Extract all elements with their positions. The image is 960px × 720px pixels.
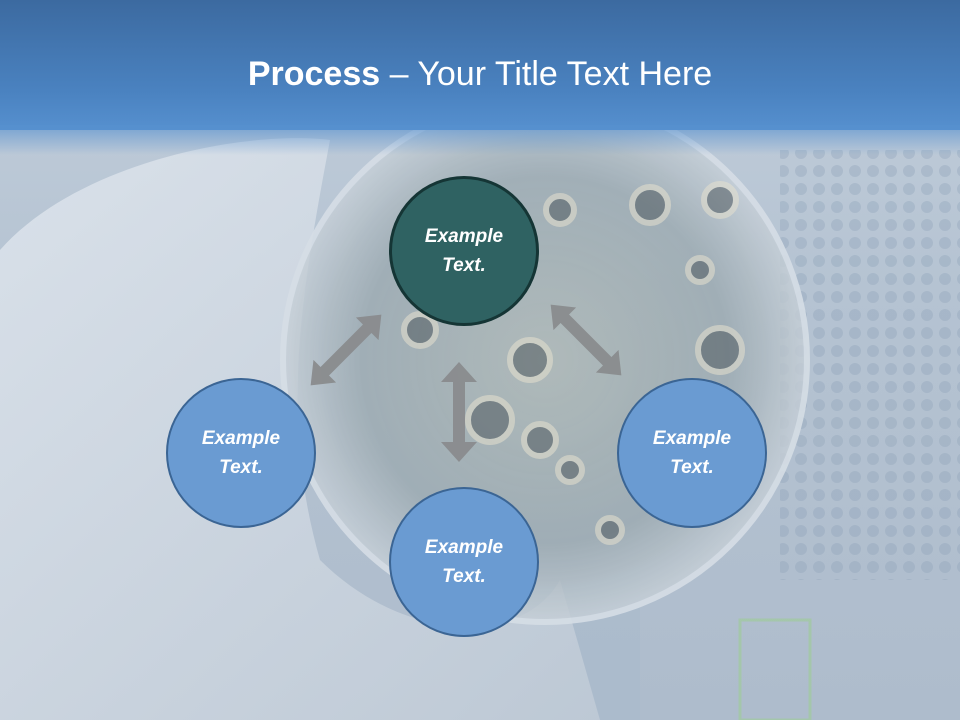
node-right-label: Example Text. (652, 428, 732, 478)
node-top-label: Example Text. (424, 226, 504, 276)
title-bar (0, 0, 960, 130)
node-left[interactable]: Example Text. (166, 378, 316, 528)
node-bottom[interactable]: Example Text. (389, 487, 539, 637)
node-top[interactable]: Example Text. (389, 176, 539, 326)
node-left-label: Example Text. (201, 428, 281, 478)
node-bottom-label: Example Text. (424, 537, 504, 587)
title-bold: Process (247, 55, 381, 93)
lab-rack (780, 150, 960, 580)
title-rest: – Your Title Text Here (380, 55, 713, 93)
node-right[interactable]: Example Text. (617, 378, 767, 528)
gloved-hand (0, 138, 600, 720)
slide-title: Process – Your Title Text Here (0, 52, 960, 96)
